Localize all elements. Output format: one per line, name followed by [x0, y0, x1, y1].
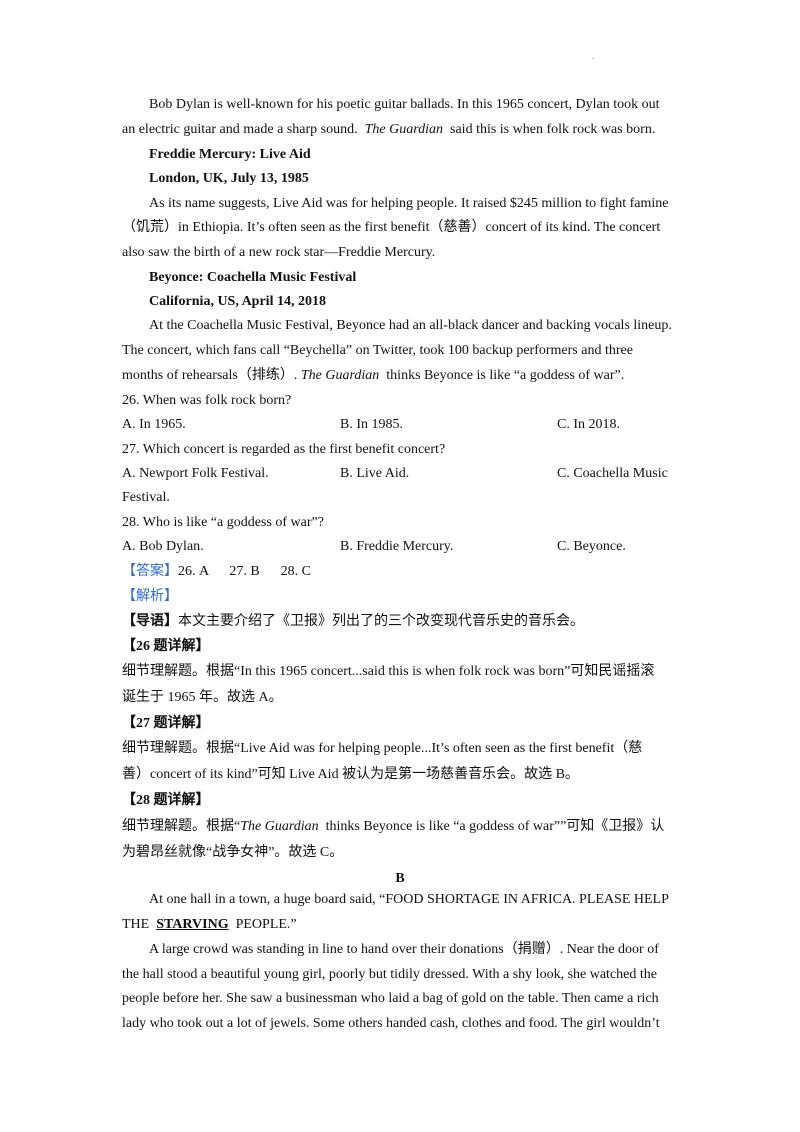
text-span: thinks Beyonce is like “a goddess of war… [325, 819, 665, 834]
paragraph-line: As its name suggests, Live Aid was for h… [149, 196, 669, 211]
paragraph-line: （饥荒）in Ethiopia. It’s often seen as the … [122, 220, 661, 235]
text-span: an electric guitar and made a sharp soun… [122, 122, 358, 137]
paragraph-line: also saw the birth of a new rock star—Fr… [122, 245, 436, 260]
analysis-tag: 【解析】 [122, 589, 178, 604]
paragraph-line: The concert, which fans call “Beychella”… [122, 343, 633, 358]
underlined-word: STARVING [156, 917, 229, 932]
paragraph-line: people before her. She saw a businessman… [122, 991, 659, 1006]
section-heading: Beyonce: Coachella Music Festival [149, 270, 357, 285]
section-heading: Freddie Mercury: Live Aid [149, 147, 311, 162]
italic-title: The Guardian [300, 368, 380, 383]
detail-27-line: 细节理解题。根据“Live Aid was for helping people… [122, 741, 643, 756]
option-c: C. In 2018. [557, 417, 620, 432]
italic-title: The Guardian [364, 122, 444, 137]
paragraph-line: lady who took out a lot of jewels. Some … [122, 1016, 660, 1031]
section-place-date: California, US, April 14, 2018 [149, 294, 326, 309]
header-mark: . [592, 52, 594, 61]
text-span: PEOPLE.” [235, 917, 297, 932]
paragraph-line: At the Coachella Music Festival, Beyonce… [149, 318, 672, 333]
detail-27-tag: 【27 题详解】 [122, 716, 210, 731]
text-span: THE [122, 917, 150, 932]
option-a: A. Newport Folk Festival. [122, 466, 269, 481]
detail-26-line: 细节理解题。根据“In this 1965 concert...said thi… [122, 664, 655, 679]
paragraph-line: months of rehearsals（排练）. The Guardian t… [122, 367, 682, 385]
option-b: B. Freddie Mercury. [340, 539, 454, 554]
paragraph-line: the hall stood a beautiful young girl, p… [122, 967, 657, 982]
guide-line: 【导语】本文主要介绍了《卫报》列出了的三个改变现代音乐史的音乐会。 [122, 613, 682, 631]
detail-27-line: 善）concert of its kind”可知 Live Aid 被认为是第一… [122, 767, 579, 782]
paragraph-line: THE STARVING PEOPLE.” [122, 916, 682, 934]
detail-28-line: 细节理解题。根据“The Guardian thinks Beyonce is … [122, 818, 682, 836]
guide-text: 本文主要介绍了《卫报》列出了的三个改变现代音乐史的音乐会。 [178, 614, 584, 629]
guide-tag: 【导语】 [122, 614, 178, 629]
text-span: thinks Beyonce is like “a goddess of war… [386, 368, 625, 383]
option-c: C. Beyonce. [557, 539, 626, 554]
italic-title: The Guardian [240, 819, 319, 834]
paragraph-line: an electric guitar and made a sharp soun… [122, 121, 682, 139]
option-b: B. Live Aid. [340, 466, 410, 481]
option-a: A. In 1965. [122, 417, 186, 432]
paragraph-line: At one hall in a town, a huge board said… [149, 892, 669, 907]
question-27: 27. Which concert is regarded as the fir… [122, 442, 446, 457]
section-place-date: London, UK, July 13, 1985 [149, 171, 309, 186]
text-span: months of rehearsals（排练）. [122, 368, 298, 383]
option-a: A. Bob Dylan. [122, 539, 204, 554]
section-b-title: B [395, 871, 405, 886]
answer-text: 26. A 27. B 28. C [178, 564, 312, 579]
paragraph-line: A large crowd was standing in line to ha… [149, 942, 659, 957]
detail-28-line: 为碧昂丝就像“战争女神”。故选 C。 [122, 845, 344, 860]
answer-line: 【答案】26. A 27. B 28. C [122, 563, 682, 581]
option-b: B. In 1985. [340, 417, 403, 432]
question-26: 26. When was folk rock born? [122, 393, 292, 408]
option-c: C. Coachella Music [557, 466, 668, 481]
text-span: 细节理解题。根据“ [122, 819, 241, 834]
detail-26-line: 诞生于 1965 年。故选 A。 [122, 690, 283, 705]
option-c-continued: Festival. [122, 490, 170, 505]
paragraph-line: Bob Dylan is well-known for his poetic g… [149, 97, 660, 112]
detail-26-tag: 【26 题详解】 [122, 639, 210, 654]
text-span: said this is when folk rock was born. [450, 122, 656, 137]
question-28: 28. Who is like “a goddess of war”? [122, 515, 324, 530]
answer-tag: 【答案】 [122, 564, 178, 579]
detail-28-tag: 【28 题详解】 [122, 793, 210, 808]
